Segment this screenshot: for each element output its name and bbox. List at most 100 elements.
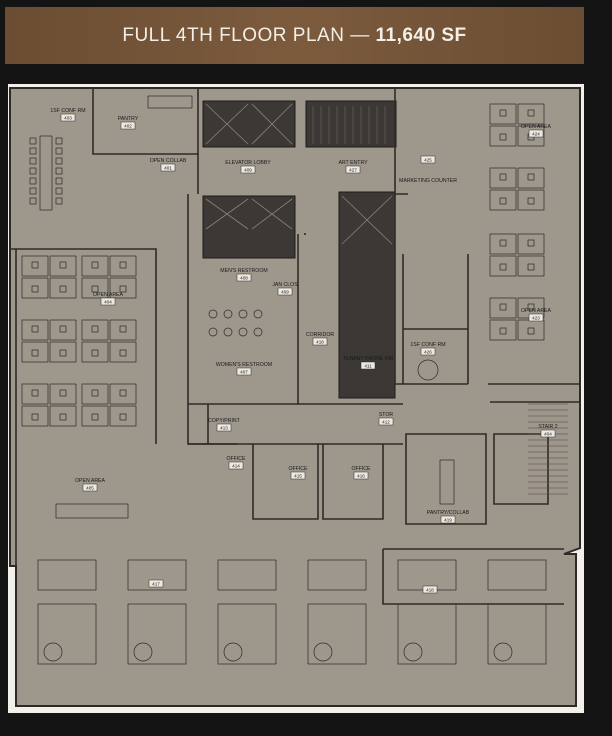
room-number-open-area-424: 424 bbox=[532, 132, 540, 137]
room-number-box-elevator-lobby bbox=[240, 165, 256, 174]
room-label-office-415: OFFICE bbox=[288, 466, 308, 472]
room-number-box-office-414 bbox=[228, 461, 244, 470]
room-number-stair-2: 404 bbox=[544, 432, 552, 437]
workstation bbox=[489, 255, 517, 277]
room-label-corridor: CORRIDOR bbox=[306, 332, 334, 338]
chair bbox=[29, 147, 37, 155]
room-label-womens-restroom: WOMEN'S RESTROOM bbox=[216, 362, 272, 368]
workstation bbox=[81, 405, 109, 427]
room-number-open-collab-401: 401 bbox=[164, 166, 172, 171]
round-table bbox=[223, 642, 243, 662]
plan-title-separator: — bbox=[344, 24, 376, 46]
room-label-copy-print: COPY/PRINT bbox=[208, 418, 241, 424]
room-label-pantry-collab: PANTRY/COLLAB bbox=[427, 510, 470, 516]
room-label-open-area-423: OPEN AREA bbox=[521, 308, 552, 314]
chair bbox=[527, 197, 535, 205]
pantry-counter bbox=[147, 95, 193, 109]
fixture bbox=[208, 327, 218, 337]
chair bbox=[499, 327, 507, 335]
room-label-art-entry: ART ENTRY bbox=[338, 160, 368, 166]
workstation bbox=[489, 189, 517, 211]
workstation bbox=[489, 233, 517, 255]
chair bbox=[31, 413, 39, 421]
chair bbox=[55, 187, 63, 195]
room-label-jan-clos: JAN CLOS bbox=[272, 282, 298, 288]
workstation bbox=[81, 341, 109, 363]
workstation bbox=[217, 559, 277, 591]
room-number-box-office-415 bbox=[290, 471, 306, 480]
elevator-bank-mid bbox=[202, 195, 296, 259]
room-number-box-area-417 bbox=[148, 579, 164, 588]
room-number-box-area-418 bbox=[422, 585, 438, 594]
chair bbox=[527, 263, 535, 271]
chair bbox=[29, 157, 37, 165]
workstation bbox=[517, 103, 545, 125]
workstation bbox=[37, 559, 97, 591]
stair-1 bbox=[305, 100, 397, 148]
chair bbox=[59, 349, 67, 357]
plan-title-banner: FULL 4TH FLOOR PLAN — 11,640 SF bbox=[5, 7, 584, 64]
chair bbox=[91, 413, 99, 421]
conference-table bbox=[39, 135, 53, 211]
workstation bbox=[49, 277, 77, 299]
room-number-art-entry: 427 bbox=[349, 168, 357, 173]
room-number-box-art-entry bbox=[345, 165, 361, 174]
workstation bbox=[21, 405, 49, 427]
chair bbox=[55, 197, 63, 205]
fixture bbox=[253, 309, 263, 319]
workstation bbox=[109, 319, 137, 341]
room-number-reception-425: 425 bbox=[424, 158, 432, 163]
fixture bbox=[253, 327, 263, 337]
workstation bbox=[517, 189, 545, 211]
chair bbox=[119, 349, 127, 357]
chair bbox=[499, 263, 507, 271]
room-number-office-414: 414 bbox=[232, 464, 240, 469]
room-label-conf-403: 1SF CONF RM bbox=[50, 108, 85, 114]
workstation bbox=[49, 383, 77, 405]
chair bbox=[91, 261, 99, 269]
workstation bbox=[489, 103, 517, 125]
room-number-box-corridor bbox=[312, 337, 328, 346]
plan-title: FULL 4TH FLOOR PLAN — 11,640 SF bbox=[122, 25, 466, 47]
room-number-area-418: 418 bbox=[426, 588, 434, 593]
chair bbox=[527, 109, 535, 117]
chair bbox=[29, 137, 37, 145]
chair bbox=[527, 327, 535, 335]
workstation bbox=[517, 233, 545, 255]
chair bbox=[31, 349, 39, 357]
chair bbox=[91, 349, 99, 357]
chair bbox=[29, 187, 37, 195]
workstation bbox=[109, 383, 137, 405]
chair bbox=[55, 147, 63, 155]
room-number-conf-426: 426 bbox=[424, 350, 432, 355]
workstation bbox=[81, 383, 109, 405]
chair bbox=[499, 173, 507, 181]
workstation bbox=[217, 603, 277, 665]
elevator-cross-marks bbox=[205, 103, 393, 245]
room-number-box-open-area-405 bbox=[82, 483, 98, 492]
workstation bbox=[81, 277, 109, 299]
room-label-tenant-phone: TENANT PHONE RM bbox=[343, 356, 393, 362]
room-label-open-area-404: OPEN AREA bbox=[93, 292, 124, 298]
workstation bbox=[49, 341, 77, 363]
room-number-corridor: 418 bbox=[316, 340, 324, 345]
room-number-box-open-collab-401 bbox=[160, 163, 176, 172]
workstation bbox=[81, 255, 109, 277]
room-number-open-area-405: 405 bbox=[86, 486, 94, 491]
chair bbox=[55, 177, 63, 185]
conference-table bbox=[439, 459, 455, 505]
room-label-conf-426: 1SF CONF RM bbox=[410, 342, 445, 348]
room-number-open-area-423: 423 bbox=[532, 316, 540, 321]
workstation bbox=[517, 125, 545, 147]
chair bbox=[119, 325, 127, 333]
chair bbox=[91, 285, 99, 293]
room-number-area-417: 417 bbox=[152, 582, 160, 587]
chair bbox=[499, 197, 507, 205]
room-number-tenant-phone: 411 bbox=[364, 364, 372, 369]
fixture bbox=[223, 327, 233, 337]
chair bbox=[499, 303, 507, 311]
elevator-bank-top bbox=[202, 100, 296, 148]
room-number-box-open-area-404 bbox=[100, 297, 116, 306]
room-label-stair-2: STAIR 2 bbox=[538, 424, 557, 430]
